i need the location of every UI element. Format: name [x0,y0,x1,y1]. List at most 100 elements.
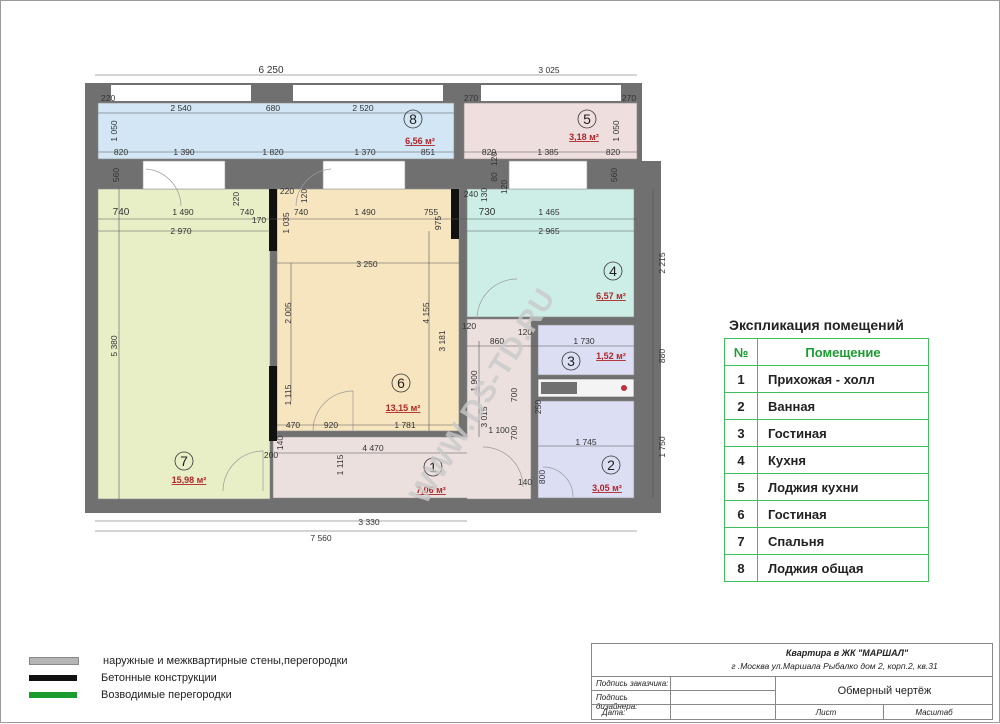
dim-1730: 1 730 [573,336,595,346]
room-8-number: 8 [409,111,417,127]
dim-top-overall-right: 3 025 [538,65,560,75]
room-8-area: 6,56 м² [405,136,435,146]
legend-name: Лоджия кухни [757,473,929,501]
window-loggia-1 [111,85,251,101]
dim-loggia-h-right: 1 050 [611,120,621,142]
legend-name: Кухня [757,446,929,474]
dim-120-b: 120 [489,152,499,166]
room-4-number: 4 [609,263,617,279]
dim-right-lower: 1 750 [657,436,667,458]
dim-120-a: 120 [299,189,309,203]
dim-740-a: 740 [113,207,130,218]
key-label: Бетонные конструкции [101,672,217,684]
room-6-label: 6 13,15 м² [386,373,421,413]
room-7-number: 7 [180,453,188,469]
dim-740-b: 740 [240,207,254,217]
legend-col-name: Помещение [757,338,929,366]
tb-client-label: Подпись заказчика: [596,679,669,688]
tb-date-label: Дата: [602,708,626,717]
tb-drawing-label: Обмерный чертёж [837,685,932,697]
tb-project: Квартира в ЖК "МАРШАЛ" [785,648,909,658]
dim-1035: 1 035 [281,212,291,234]
room-3-number: 3 [567,353,575,369]
room-5-label: 5 3,18 м² [569,109,599,142]
concrete-column-2 [269,366,277,441]
dim-470: 470 [286,420,300,430]
dim-120-d: 120 [462,321,476,331]
room-6-number: 6 [397,375,405,391]
dim-loggia-b4: 1 370 [354,147,376,157]
legend-name: Спальня [757,527,929,555]
dim-860: 860 [490,336,504,346]
dim-2005: 2 005 [283,302,293,324]
dim-loggia-w6: 270 [622,93,636,103]
room-1-label: 1 7,06 м² [416,457,446,495]
room-5-area: 3,18 м² [569,132,599,142]
tb-scale: Масштаб [883,704,993,720]
room-2-label: 2 3,05 м² [592,455,622,493]
dim-loggia-b7: 1 385 [537,147,559,157]
dim-240: 240 [464,189,478,199]
dim-740-c: 740 [294,207,308,217]
legend-num: 1 [724,365,758,393]
room-6-area: 13,15 м² [386,403,421,413]
legend-name: Ванная [757,392,929,420]
dim-140-b: 140 [518,477,532,487]
dim-1781: 1 781 [394,420,416,430]
dim-loggia-b2: 1 390 [173,147,195,157]
dim-975: 975 [433,216,443,230]
key-new-partitions: Возводимые перегородки [29,689,232,701]
room-1-area: 7,06 м² [416,485,446,495]
dim-700-a: 700 [509,388,519,402]
room-2-area: 3,05 м² [592,483,622,493]
dim-560-right: 560 [609,168,619,182]
room-8-fill [97,102,455,160]
room-4-fill [466,188,635,318]
shaft-meter [621,385,627,391]
dim-1900: 1 900 [469,370,479,392]
legend-title: Экспликация помещений [729,317,904,333]
dim-top-overall-left: 6 250 [258,65,283,76]
door-arc-4 [482,446,524,488]
key-swatch-black [29,675,77,681]
room-7-fill [97,188,271,500]
dim-730: 730 [479,207,496,218]
tb-date: Дата: [592,704,670,720]
dim-80: 80 [489,172,499,182]
key-concrete: Бетонные конструкции [29,672,217,684]
dim-1490-b: 1 490 [354,207,376,217]
dim-bottom-partial: 3 330 [358,517,380,527]
legend-num: 7 [724,527,758,555]
dim-loggia-b6: 820 [482,147,496,157]
legend-name: Гостиная [757,500,929,528]
dim-loggia-b1: 820 [114,147,128,157]
dim-120-c: 120 [499,180,509,194]
key-swatch-grey [29,657,79,665]
dim-2970: 2 970 [170,226,192,236]
dim-560-left: 560 [111,168,121,182]
dim-1490-a: 1 490 [172,207,194,217]
dim-1100: 1 100 [488,425,510,435]
room-3-label: 3 1,52 м² [561,351,626,371]
door-arc-7 [295,168,332,207]
tb-designer-value [670,690,776,705]
room-6-fill [276,188,460,432]
room-3-area: 1,52 м² [596,351,626,361]
dim-loggia-b3: 1 820 [262,147,284,157]
legend-num: 2 [724,392,758,420]
dim-loggia-b5: 851 [421,147,435,157]
dim-4470: 4 470 [362,443,384,453]
room-3-fill [537,324,635,376]
dim-loggia-h: 1 050 [109,120,119,142]
tb-header: Квартира в ЖК "МАРШАЛ" г .Москва ул.Марш… [592,644,992,676]
legend-header-row: № Помещение [724,338,929,366]
shaft-hatch [541,382,577,394]
dimension-lines [95,74,654,532]
room-7-area: 15,98 м² [172,475,207,485]
dim-1745: 1 745 [575,437,597,447]
